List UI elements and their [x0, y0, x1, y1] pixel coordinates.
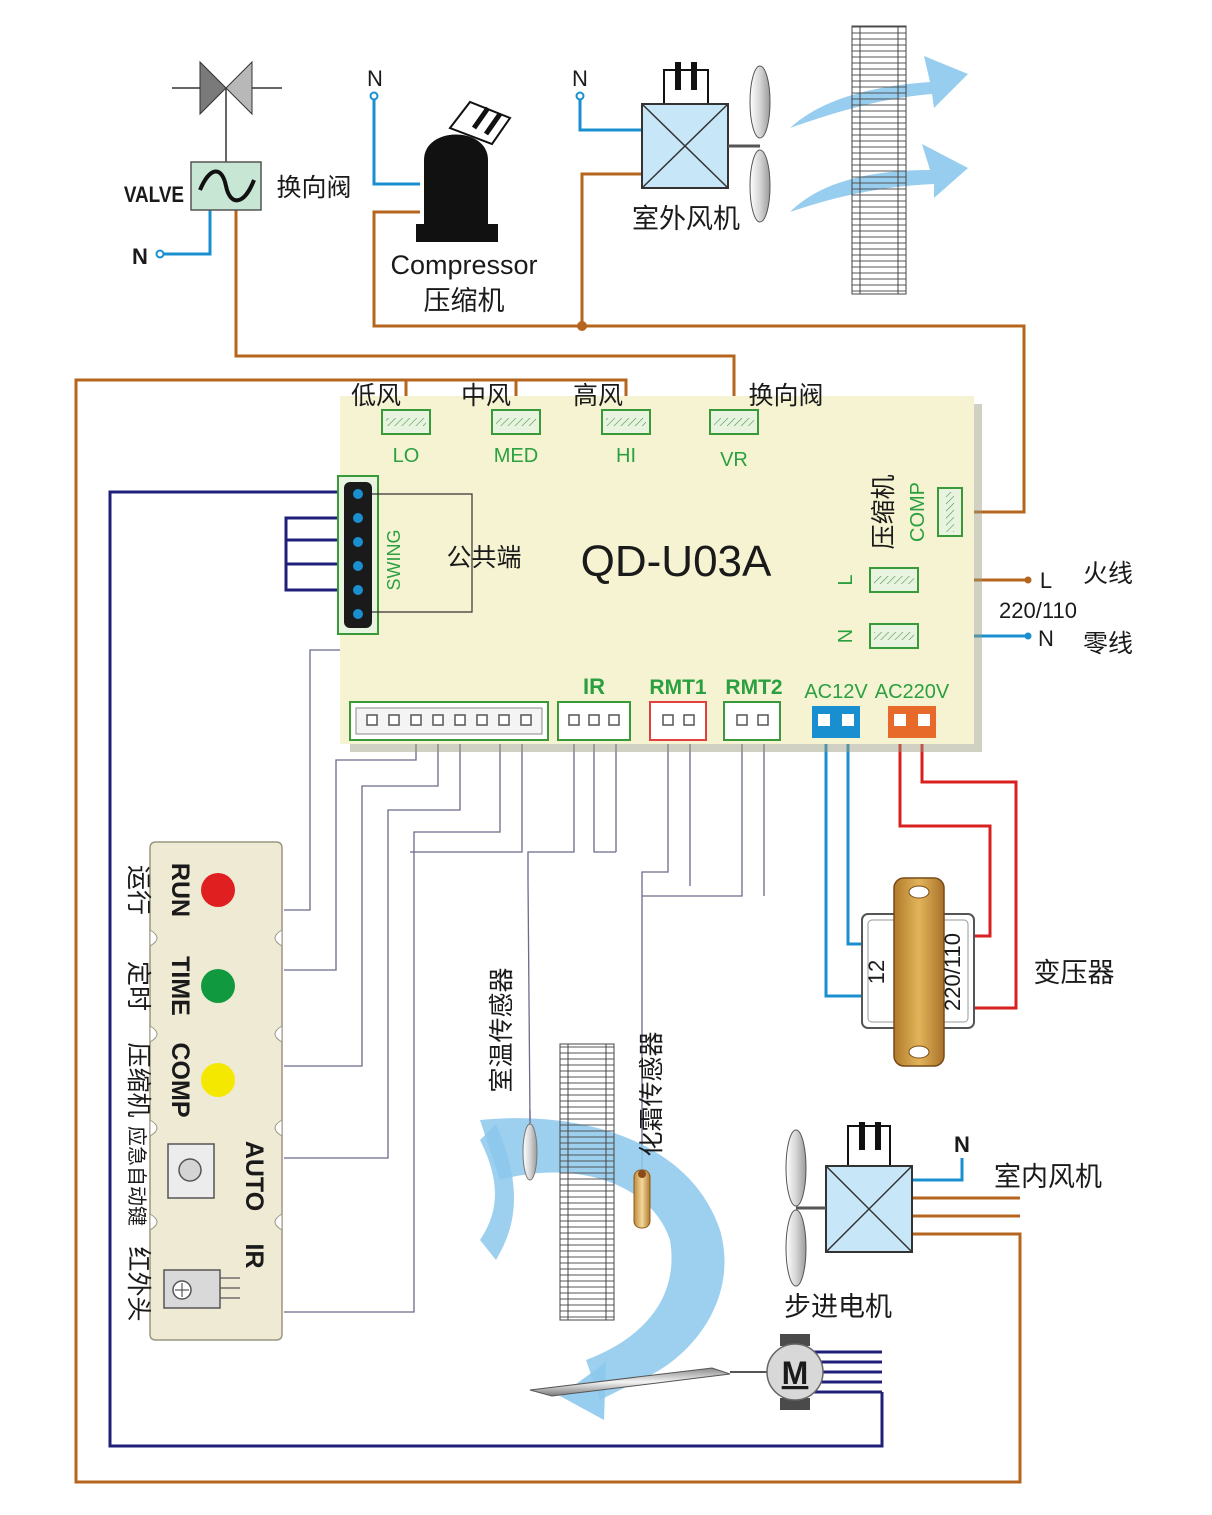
svg-text:N: N [954, 1132, 970, 1157]
svg-text:SWING: SWING [384, 530, 404, 591]
display-panel: RUN 运行 TIME 定时 COMP 压缩机 AUTO 应急自动键 [124, 841, 283, 1341]
connector-swing: SWING 公共端 [337, 475, 522, 635]
svg-text:室温传感器: 室温传感器 [487, 967, 516, 1092]
svg-text:N: N [572, 66, 588, 91]
svg-text:COMP: COMP [166, 1043, 194, 1118]
connector-n: N [835, 623, 919, 649]
svg-text:VALVE: VALVE [124, 183, 184, 208]
evaporator-coil [559, 1043, 615, 1321]
run-led [201, 873, 235, 907]
svg-text:低风: 低风 [351, 381, 401, 410]
room-temp-sensor: 室温传感器 [487, 967, 538, 1181]
svg-text:N: N [835, 629, 857, 643]
outdoor-airflow [790, 25, 968, 295]
svg-text:高风: 高风 [573, 381, 623, 410]
svg-text:IR: IR [583, 674, 605, 699]
svg-text:变压器: 变压器 [1034, 958, 1115, 989]
svg-text:N: N [1038, 626, 1054, 651]
connector-ac12v: AC12V [804, 681, 868, 738]
svg-text:零线: 零线 [1083, 629, 1133, 658]
svg-text:AC12V: AC12V [804, 681, 868, 703]
indicator-ir: IR 红外头 [124, 1244, 268, 1322]
indicator-comp: COMP 压缩机 [124, 1042, 235, 1118]
connector-l: L [835, 567, 919, 593]
indicator-time: TIME 定时 [124, 956, 235, 1016]
outdoor-fan: N 室外风机 [572, 62, 771, 235]
svg-text:RUN: RUN [166, 863, 194, 917]
svg-text:LO: LO [393, 445, 420, 467]
connector-rmt1: RMT1 [649, 676, 707, 741]
svg-text:室外风机: 室外风机 [632, 204, 740, 235]
svg-text:红外头: 红外头 [124, 1246, 153, 1321]
svg-text:定时: 定时 [124, 961, 153, 1011]
svg-text:HI: HI [616, 445, 636, 467]
ac-coil-icon [198, 169, 256, 203]
connector-comp: COMP 压缩机 [869, 474, 963, 550]
connector-vr: 换向阀 VR [709, 381, 824, 471]
svg-text:换向阀: 换向阀 [748, 381, 823, 410]
red-wires [898, 736, 1018, 1010]
indoor-fan: N 室内风机 [785, 1122, 1102, 1287]
control-board: QD-U03A 低风 LO 中风 MED 高风 HI 换向阀 VR [337, 381, 982, 752]
board-model: QD-U03A [581, 537, 772, 586]
time-led [201, 969, 235, 1003]
transformer: 12 220/110 变压器 [861, 877, 1115, 1067]
svg-text:L: L [1040, 568, 1052, 593]
live-terminal [1024, 576, 1032, 584]
connector-hi: 高风 HI [573, 381, 651, 467]
louver [529, 1367, 731, 1397]
svg-text:VR: VR [720, 449, 748, 471]
indicator-auto: AUTO 应急自动键 [125, 1126, 268, 1226]
svg-text:中风: 中风 [461, 381, 511, 410]
blue-terminals [155, 91, 585, 259]
power-input: L 火线 220/110 N 零线 [999, 559, 1133, 658]
svg-text:Compressor: Compressor [390, 250, 537, 280]
svg-text:步进电机: 步进电机 [784, 1292, 892, 1323]
svg-text:RMT2: RMT2 [725, 676, 782, 699]
svg-text:220/110: 220/110 [940, 933, 965, 1011]
connector-ac220v: AC220V [875, 681, 950, 738]
connector-8pin [349, 701, 549, 741]
svg-text:化霜传感器: 化霜传感器 [637, 1031, 666, 1156]
svg-text:L: L [835, 574, 857, 585]
svg-text:COMP: COMP [907, 482, 929, 542]
outdoor-coil [851, 25, 907, 295]
stepper-motor: 步进电机 M [529, 1292, 892, 1410]
svg-text:室内风机: 室内风机 [994, 1162, 1102, 1193]
svg-text:AUTO: AUTO [240, 1141, 268, 1211]
compressor: N Compressor 压缩机 [367, 66, 537, 317]
svg-text:换向阀: 换向阀 [276, 173, 351, 202]
svg-text:压缩机: 压缩机 [869, 474, 898, 549]
connector-lo: 低风 LO [351, 381, 431, 467]
neutral-terminal [1024, 632, 1032, 640]
svg-text:运行: 运行 [124, 865, 153, 915]
svg-text:压缩机: 压缩机 [424, 286, 505, 317]
reversing-valve: VALVE 换向阀 N [124, 60, 352, 269]
connector-rmt2: RMT2 [723, 676, 783, 741]
indicator-run: RUN 运行 [124, 863, 235, 917]
wire-junction [577, 321, 587, 331]
svg-text:RMT1: RMT1 [649, 676, 706, 699]
svg-text:TIME: TIME [166, 956, 194, 1016]
connector-med: 中风 MED [461, 381, 541, 467]
comp-led [201, 1063, 235, 1097]
navy-wires [108, 490, 884, 1448]
svg-text:M: M [782, 1355, 809, 1391]
defrost-sensor: 化霜传感器 [633, 1031, 666, 1229]
svg-text:N: N [367, 66, 383, 91]
svg-text:N: N [132, 244, 148, 269]
svg-text:IR: IR [240, 1244, 268, 1269]
svg-text:火线: 火线 [1083, 559, 1133, 588]
svg-text:12: 12 [864, 960, 889, 984]
svg-text:压缩机: 压缩机 [124, 1042, 153, 1117]
svg-text:AC220V: AC220V [875, 681, 950, 703]
svg-text:MED: MED [494, 445, 538, 467]
common-terminal-label: 公共端 [446, 543, 521, 572]
svg-text:220/110: 220/110 [999, 598, 1077, 623]
connector-ir: IR [557, 674, 631, 741]
svg-text:应急自动键: 应急自动键 [125, 1126, 149, 1226]
